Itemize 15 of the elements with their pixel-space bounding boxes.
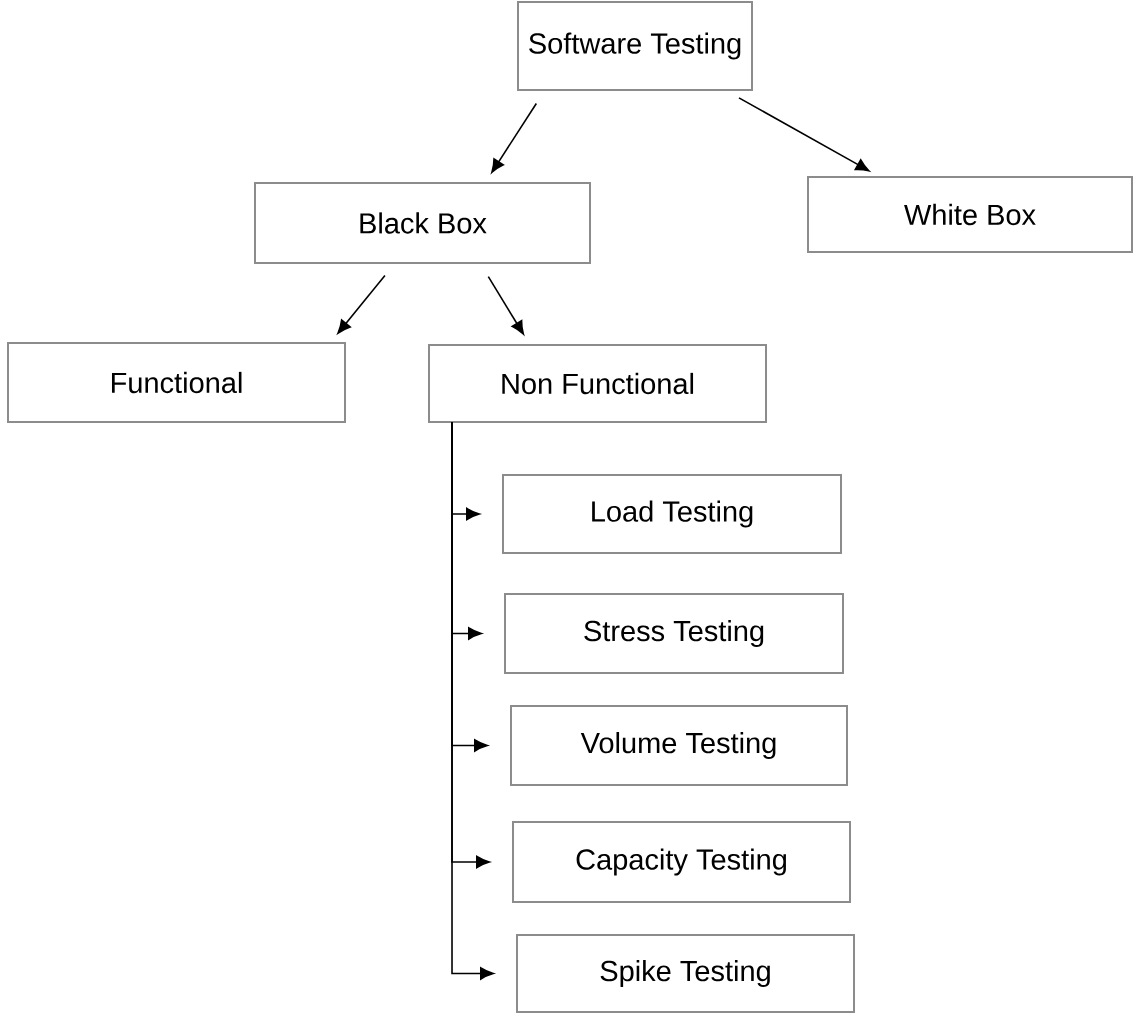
category-box: Volume Testing <box>510 705 848 786</box>
category-box: White Box <box>807 176 1133 253</box>
category-box: Software Testing <box>517 1 753 91</box>
category-box: Spike Testing <box>516 934 855 1013</box>
category-box: Non Functional <box>428 344 767 423</box>
arrow <box>487 275 525 335</box>
arrow <box>491 102 538 173</box>
category-box: Stress Testing <box>504 593 844 674</box>
arrow <box>451 421 494 980</box>
arrow <box>738 97 870 172</box>
category-box: Capacity Testing <box>512 821 851 903</box>
category-box: Load Testing <box>502 474 842 554</box>
category-box: Functional <box>7 342 346 423</box>
arrow <box>337 274 386 334</box>
category-box: Black Box <box>254 182 591 264</box>
